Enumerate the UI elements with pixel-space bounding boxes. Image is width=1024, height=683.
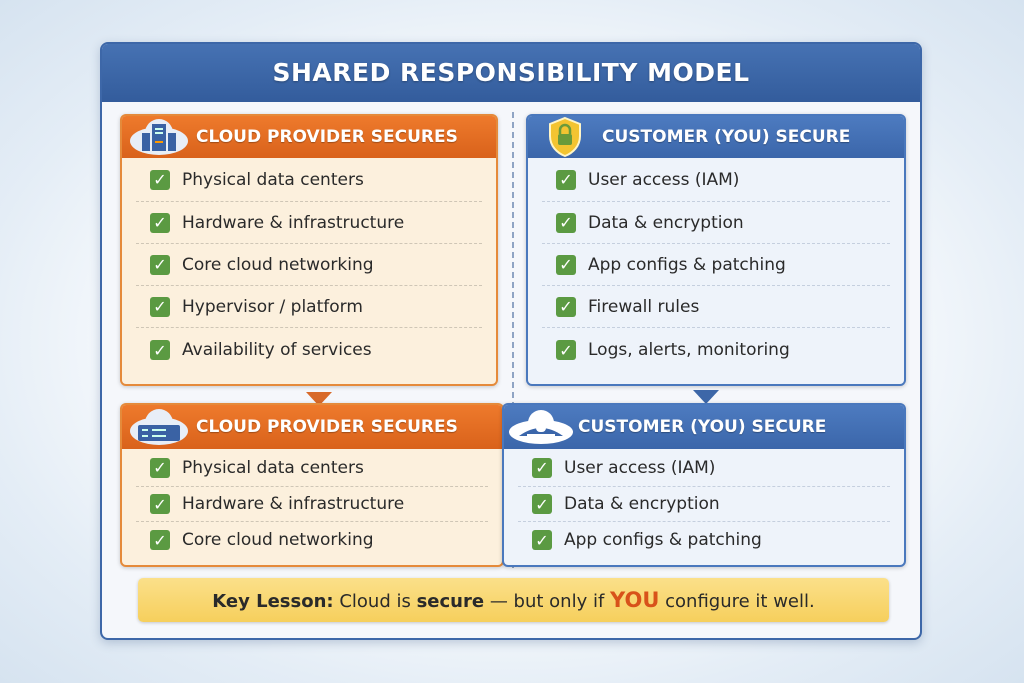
item-label: User access (IAM)	[564, 457, 716, 478]
cloud-server-icon	[122, 117, 196, 157]
panel-heading: CUSTOMER (YOU) SECURE	[602, 127, 851, 147]
down-arrow-icon	[306, 392, 332, 406]
list-item: ✓ App configs & patching	[518, 522, 890, 558]
check-icon: ✓	[150, 169, 170, 190]
item-label: Core cloud networking	[182, 530, 374, 550]
item-label: Physical data centers	[182, 457, 364, 478]
list-item: ✓ Logs, alerts, monitoring	[542, 328, 890, 372]
check-icon: ✓	[556, 212, 576, 233]
check-icon: ✓	[532, 494, 552, 514]
item-label: Data & encryption	[564, 494, 720, 514]
item-label: Physical data centers	[182, 169, 364, 190]
list-item: ✓ Physical data centers	[136, 158, 482, 202]
panel-heading: CLOUD PROVIDER SECURES	[196, 127, 458, 147]
top-provider-panel: CLOUD PROVIDER SECURES ✓ Physical data ce…	[120, 114, 498, 386]
list-item: ✓ Core cloud networking	[136, 244, 482, 286]
list-item: ✓ User access (IAM)	[518, 449, 890, 487]
item-label: App configs & patching	[564, 530, 762, 550]
key-lesson-you: YOU	[610, 588, 660, 612]
cloud-lock-icon	[504, 408, 578, 446]
check-icon: ✓	[150, 494, 170, 514]
page-title: SHARED RESPONSIBILITY MODEL	[102, 44, 920, 102]
list-item: ✓ User access (IAM)	[542, 158, 890, 202]
list-item: ✓ Hypervisor / platform	[136, 286, 482, 328]
check-icon: ✓	[150, 457, 170, 478]
check-icon: ✓	[150, 340, 170, 360]
item-label: Hardware & infrastructure	[182, 212, 405, 233]
check-icon: ✓	[556, 296, 576, 317]
check-icon: ✓	[532, 457, 552, 478]
check-icon: ✓	[150, 212, 170, 233]
panel-header: CUSTOMER (YOU) SECURE	[528, 116, 904, 158]
item-label: App configs & patching	[588, 254, 786, 275]
down-arrow-icon	[693, 390, 719, 404]
item-label: Data & encryption	[588, 212, 744, 233]
item-label: Core cloud networking	[182, 254, 374, 275]
key-lesson-banner: Key Lesson: Cloud is secure — but only i…	[138, 578, 889, 622]
key-lesson-label: Key Lesson:	[212, 591, 334, 612]
shield-lock-icon	[528, 116, 602, 158]
key-lesson-text: Cloud is	[339, 591, 411, 612]
list-item: ✓ App configs & patching	[542, 244, 890, 286]
key-lesson-text: configure it well.	[665, 591, 815, 612]
list-item: ✓ Core cloud networking	[136, 522, 488, 558]
panel-header: CLOUD PROVIDER SECURES	[122, 116, 496, 158]
bottom-provider-panel: CLOUD PROVIDER SECURES ✓ Physical data ce…	[120, 403, 504, 567]
check-icon: ✓	[150, 296, 170, 317]
list-item: ✓ Data & encryption	[542, 202, 890, 244]
panel-heading: CUSTOMER (YOU) SECURE	[578, 417, 827, 437]
list-item: ✓ Physical data centers	[136, 449, 488, 487]
list-item: ✓ Hardware & infrastructure	[136, 202, 482, 244]
list-item: ✓ Firewall rules	[542, 286, 890, 328]
check-icon: ✓	[556, 340, 576, 360]
item-label: Logs, alerts, monitoring	[588, 340, 790, 360]
shared-responsibility-card: SHARED RESPONSIBILITY MODEL CLOUD PROVID…	[100, 42, 922, 640]
top-customer-panel: CUSTOMER (YOU) SECURE ✓ User access (IAM)…	[526, 114, 906, 386]
check-icon: ✓	[150, 254, 170, 275]
item-label: Firewall rules	[588, 296, 700, 317]
list-item: ✓ Availability of services	[136, 328, 482, 372]
check-icon: ✓	[532, 530, 552, 550]
key-lesson-text: — but only if	[489, 591, 605, 612]
list-item: ✓ Data & encryption	[518, 487, 890, 522]
center-divider	[512, 112, 514, 568]
item-label: Hypervisor / platform	[182, 296, 363, 317]
check-icon: ✓	[150, 530, 170, 550]
item-label: Availability of services	[182, 340, 372, 360]
list-item: ✓ Hardware & infrastructure	[136, 487, 488, 522]
bottom-customer-panel: CUSTOMER (YOU) SECURE ✓ User access (IAM)…	[502, 403, 906, 567]
check-icon: ✓	[556, 254, 576, 275]
panel-header: CUSTOMER (YOU) SECURE	[504, 405, 904, 449]
cloud-server-icon	[122, 407, 196, 447]
item-label: Hardware & infrastructure	[182, 494, 405, 514]
key-lesson-emphasis: secure	[416, 591, 485, 612]
panel-heading: CLOUD PROVIDER SECURES	[196, 417, 458, 437]
item-label: User access (IAM)	[588, 169, 740, 190]
check-icon: ✓	[556, 169, 576, 190]
panel-header: CLOUD PROVIDER SECURES	[122, 405, 502, 449]
